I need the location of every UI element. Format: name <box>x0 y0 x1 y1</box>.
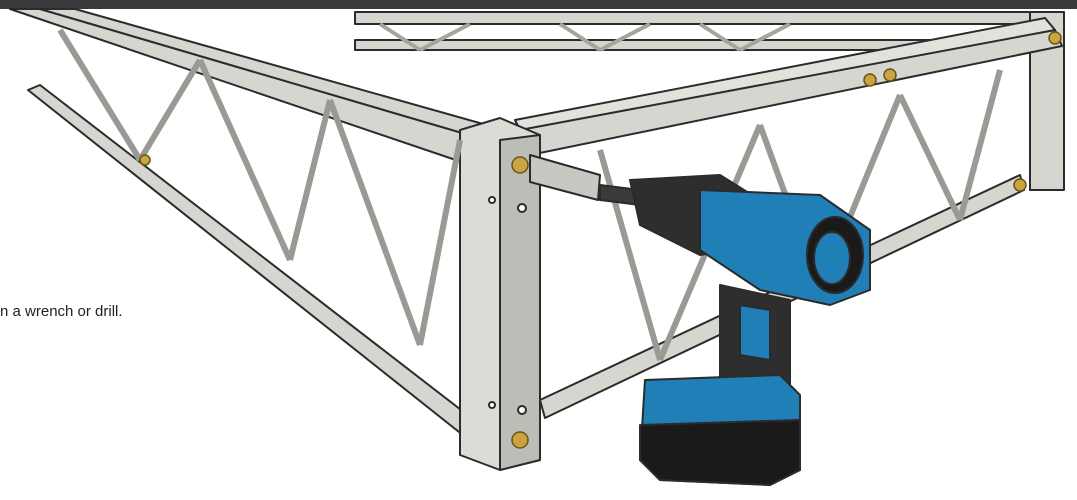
brass-bolts <box>139 31 1062 449</box>
truss-left-diagonals <box>57 28 463 347</box>
top-bar <box>0 0 1077 9</box>
truss-corner-post <box>459 117 541 471</box>
cordless-drill-icon <box>599 174 871 486</box>
instruction-caption: n a wrench or drill. <box>0 303 123 320</box>
connector-sleeve <box>529 154 601 201</box>
truss-back-diagonals <box>378 22 791 52</box>
